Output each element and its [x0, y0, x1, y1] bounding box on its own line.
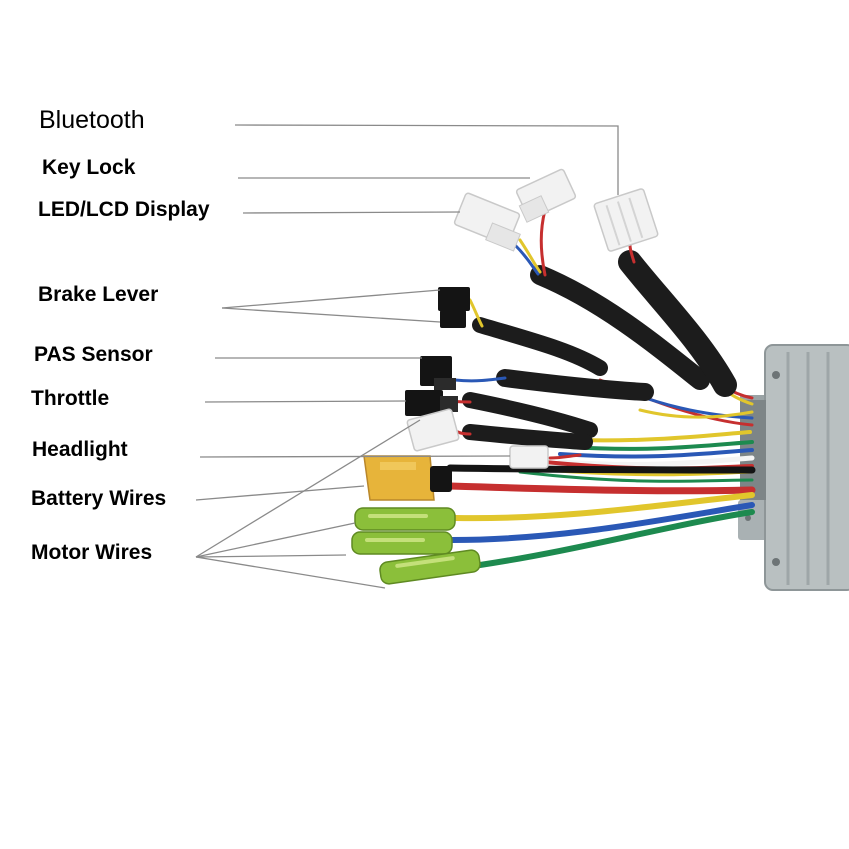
bluetooth-connector	[593, 188, 659, 252]
label-pas-sensor: PAS Sensor	[34, 343, 153, 366]
motor-bullet-connectors	[351, 507, 481, 585]
leader-line-motor-4	[195, 556, 386, 589]
label-battery-wires: Battery Wires	[31, 487, 167, 510]
leader-line-motor-1	[195, 419, 421, 558]
leader-line-headlight	[199, 455, 511, 458]
brake-lever-connector	[438, 287, 470, 328]
headlight-connector	[406, 408, 549, 469]
label-display: LED/LCD Display	[38, 198, 210, 221]
leader-line-bluetooth	[234, 124, 619, 195]
display-connector	[453, 192, 521, 252]
leader-line-motor-2	[195, 522, 356, 558]
label-bluetooth: Bluetooth	[39, 106, 145, 134]
pas-sensor-connector	[420, 356, 456, 390]
leader-line-display	[242, 211, 461, 214]
leader-lines	[195, 124, 619, 589]
label-throttle: Throttle	[31, 387, 110, 410]
label-headlight: Headlight	[32, 438, 128, 461]
leader-line-brake-1	[221, 289, 441, 309]
cable-sleeves	[462, 250, 737, 450]
battery-wire-pair	[446, 464, 756, 495]
label-key-lock: Key Lock	[42, 156, 136, 179]
leader-line-brake-2	[221, 307, 441, 323]
throttle-connector	[405, 390, 458, 416]
label-motor-wires: Motor Wires	[31, 541, 153, 564]
label-brake-lever: Brake Lever	[38, 283, 159, 306]
key-lock-connector	[515, 168, 577, 223]
leader-line-throttle	[204, 400, 407, 403]
motor-phase-wires	[449, 492, 755, 568]
battery-connector	[363, 455, 452, 501]
leader-line-battery	[195, 485, 365, 501]
controller-body	[738, 344, 849, 591]
leader-line-motor-3	[195, 554, 347, 558]
